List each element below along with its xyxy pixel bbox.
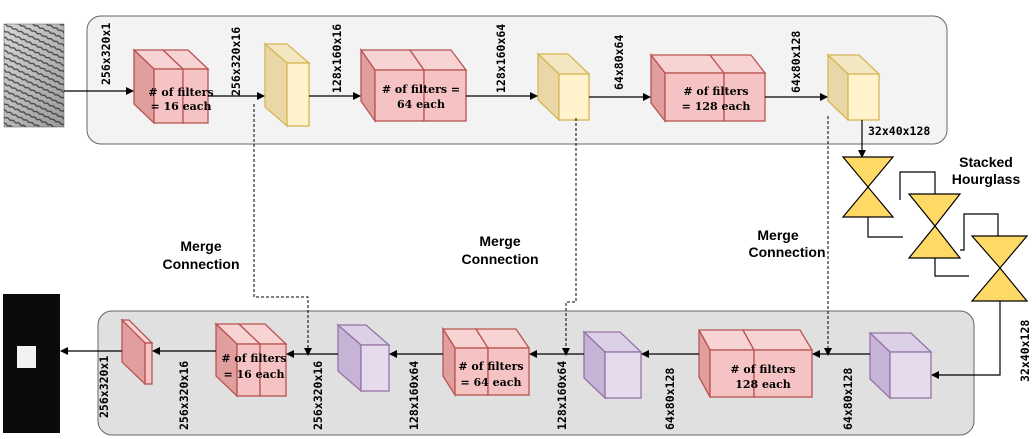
decoder-output-dim: 256x320x1	[97, 356, 111, 418]
decoder-block-2-input-dim: 128x160x64	[555, 361, 569, 430]
decoder-up-block-3	[336, 323, 391, 393]
decoder-up-block-1	[868, 331, 933, 400]
merge-label-2-line1: Merge	[479, 233, 520, 249]
decoder-final-conv	[120, 318, 154, 386]
encoder-conv-block-1	[132, 48, 210, 125]
decoder-block-1-input-dim: 256x320x16	[311, 361, 325, 430]
decoder-block-2-filters-line1: # of filters	[458, 360, 523, 373]
encoder-block-3-dim: 64x80x128	[789, 31, 803, 93]
encoder-panel	[86, 15, 948, 145]
encoder-pool-1-dim: 128x160x16	[330, 24, 344, 93]
encoder-block-3-filters-line1: # of filters	[683, 85, 748, 98]
decoder-block-3-filters-line2: 128 each	[735, 378, 791, 391]
encoder-block-2-dim: 128x160x64	[494, 24, 508, 93]
merge-label-2-line2: Connection	[462, 251, 539, 267]
decoder-final-dim: 256x320x16	[177, 361, 191, 430]
encoder-block-1-dim: 256x320x16	[229, 27, 243, 96]
decoder-arrows	[60, 347, 870, 358]
encoder-block-1-filters-line1: # of filters	[148, 86, 213, 99]
output-mask-image	[3, 294, 60, 433]
fingerprint-input-image	[3, 23, 65, 128]
encoder-conv-block-2	[359, 47, 468, 124]
encoder-output-dim: 32x40x128	[868, 124, 930, 138]
merge-label-1-line1: Merge	[180, 238, 221, 254]
stacked-hourglass-label-2: Hourglass	[952, 171, 1021, 187]
decoder-block-2-filters-line2: = 64 each	[460, 376, 521, 389]
decoder-up-block-2	[582, 330, 643, 400]
encoder-block-2-filters-line1: # of filters =	[382, 83, 460, 96]
decoder-up-1-dim: 64x80x128	[841, 368, 855, 430]
hourglass-output-dim: 32x40x128	[1018, 320, 1032, 382]
decoder-block-1-filters-line2: = 16 each	[223, 368, 284, 381]
merge-label-1-line2: Connection	[163, 256, 240, 272]
merge-label-3-line2: Connection	[749, 244, 826, 260]
encoder-block-3-filters-line2: = 128 each	[682, 100, 751, 113]
decoder-up-2-dim: 64x80x128	[663, 368, 677, 430]
decoder-block-3-filters-line1: # of filters	[730, 363, 795, 376]
stacked-hourglass-label-1: Stacked	[959, 154, 1013, 170]
encoder-block-1-filters-line2: = 16 each	[150, 100, 211, 113]
decoder-conv-block-3	[697, 329, 814, 398]
encoder-pool-block-1	[263, 42, 311, 128]
decoder-block-1-filters-line1: # of filters	[221, 352, 286, 365]
encoder-arrows	[64, 87, 866, 158]
decoder-conv-block-2	[441, 326, 531, 398]
encoder-pool-2-dim: 64x80x64	[612, 35, 626, 90]
decoder-conv-block-1	[214, 322, 288, 398]
hourglass-connectors	[867, 171, 1001, 379]
decoder-up-3-dim: 128x160x64	[407, 361, 421, 430]
encoder-input-dim: 256x320x1	[99, 23, 113, 85]
encoder-conv-block-3	[649, 53, 767, 123]
hourglass-1	[841, 156, 895, 218]
encoder-pool-block-2	[536, 52, 591, 122]
merge-connections	[253, 104, 832, 356]
encoder-pool-block-3	[826, 53, 881, 122]
hourglass-3	[970, 235, 1029, 302]
hourglass-2	[907, 193, 962, 259]
encoder-block-2-filters-line2: 64 each	[397, 98, 445, 111]
merge-label-3-line1: Merge	[757, 227, 798, 243]
